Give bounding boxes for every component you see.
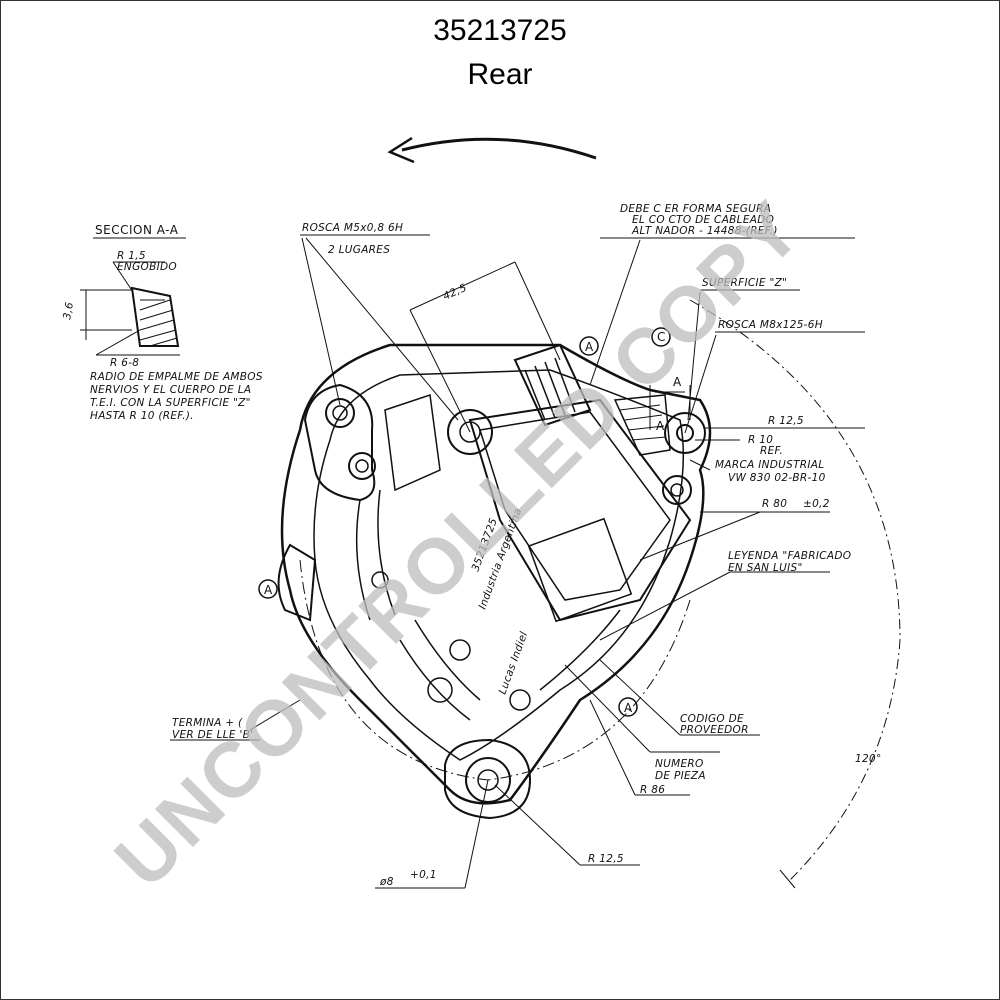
dim-42-label: 42,5 [441, 282, 468, 303]
mount-hole-left [348, 452, 376, 480]
mount-hole-bottom [465, 757, 511, 803]
marca-line-2: VW 830 02-BR-10 [728, 472, 826, 484]
rosca-m8-label: ROSCA M8x125-6H [718, 319, 823, 331]
view-title: Rear [467, 58, 533, 91]
marker-c: C [657, 330, 666, 344]
section-radius-top: R 1,5 [117, 250, 146, 262]
leyenda-line-1: LEYENDA "FABRICADO [728, 550, 851, 562]
r10-ref-label: REF. [760, 445, 783, 457]
section-note-2: NERVIOS Y EL CUERPO DE LA [90, 384, 251, 396]
mount-hole-right [662, 475, 692, 505]
marker-a-bottom: A [624, 701, 633, 715]
rosca-m5-label: ROSCA M5x0,8 6H [302, 222, 403, 234]
marca-line-1: MARCA INDUSTRIAL [715, 459, 824, 471]
codigo-line-1: CODIGO DE [680, 713, 744, 725]
marker-a-left: A [264, 583, 273, 597]
numero-line-2: DE PIEZA [655, 770, 706, 782]
marker-a-cut-2: A [656, 419, 665, 433]
superficie-z-label: SUPERFICIE "Z" [702, 277, 787, 289]
r10-label: R 10 [748, 434, 773, 446]
r86-label: R 86 [640, 784, 665, 796]
section-dim-side: 3,6 [61, 301, 76, 320]
section-radius-top-sub: ENGOBIDO [117, 261, 177, 273]
b-plus-terminal [664, 412, 706, 454]
section-markers: A C A A A A [258, 327, 682, 717]
marker-a-top: A [585, 340, 594, 354]
section-note-3: T.E.I. CON LA SUPERFICIE "Z" [90, 397, 251, 409]
rotation-arrow [387, 136, 597, 164]
codigo-line-2: PROVEEDOR [680, 724, 749, 736]
debe-line-1: DEBE C ER FORMA SEGURA [620, 203, 771, 215]
diam-8-tol-label: +0,1 [410, 869, 437, 881]
diam-8-label: ø8 [379, 876, 394, 888]
section-radius-bottom: R 6-8 [110, 357, 139, 369]
section-note-1: RADIO DE EMPALME DE AMBOS [90, 371, 263, 383]
callout-text: ROSCA M5x0,8 6H 2 LUGARES 42,5 DEBE C ER… [172, 203, 882, 888]
section-title: SECCION A-A [95, 223, 179, 237]
terminal-line-1: TERMINA + ( [172, 717, 243, 729]
dimension-lines [170, 234, 901, 889]
label-lucas: Lucas Indiel [497, 630, 531, 696]
section-a-a-detail: SECCION A-A R 1,5 ENGOBIDO 3,6 R 6-8 RAD… [61, 223, 263, 422]
marker-a-cut: A [673, 375, 682, 389]
r80-tol-label: ±0,2 [803, 498, 830, 510]
section-note-4: HASTA R 10 (REF.). [90, 410, 194, 422]
lugares-label: 2 LUGARES [328, 244, 390, 256]
r80-label: R 80 [762, 498, 787, 510]
alternator-body [277, 343, 712, 820]
r12-top-label: R 12,5 [768, 415, 804, 427]
r12-bottom-label: R 12,5 [588, 853, 624, 865]
terminal-line-2: VER DE LLE 'B' [172, 729, 253, 741]
mount-hole-left-top [325, 398, 355, 428]
debe-line-2: EL CO CTO DE CABLEADO [632, 214, 774, 226]
leyenda-line-2: EN SAN LUIS" [728, 562, 803, 574]
numero-line-1: NUMERO [655, 758, 704, 770]
debe-line-3: ALT NADOR - 14488-(REF.) [631, 225, 778, 237]
part-number-title: 35213725 [433, 14, 567, 47]
angle-120-label: 120° [855, 753, 882, 765]
